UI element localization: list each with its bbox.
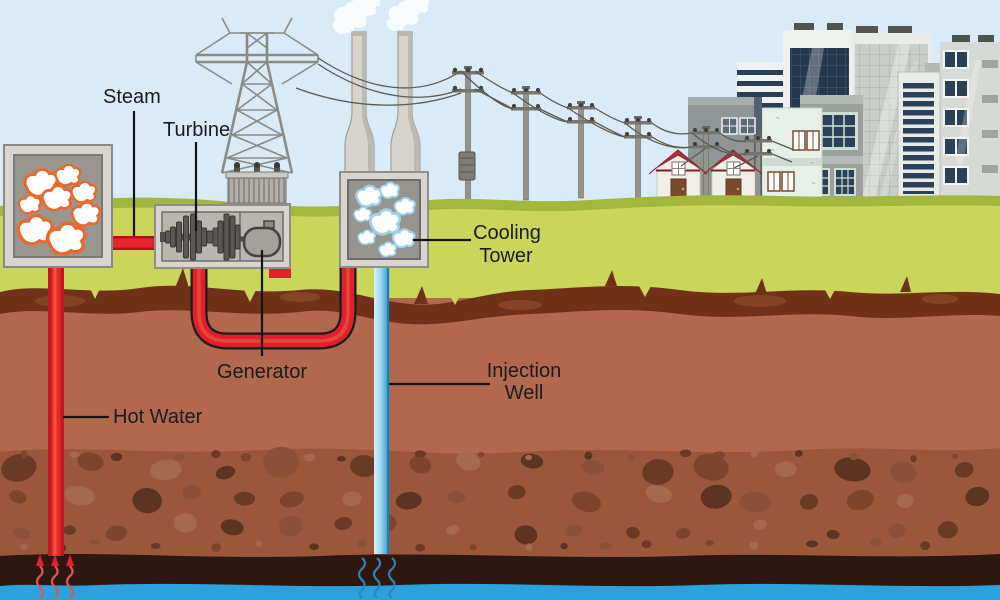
label-cooling-tower-line2: Tower [479,245,533,267]
house-icon [703,149,763,199]
power-pole-1 [452,66,484,201]
city-buildings-icon [688,23,1000,201]
generator-icon [240,220,282,258]
turbine-icon [160,213,241,261]
power-pole-2 [511,86,541,201]
injection-flow-arrows [357,557,397,599]
label-hot-water: Hot Water [113,406,203,428]
labels: Steam Turbine Generator Hot Water Coolin… [63,86,561,428]
steam-pipe [106,236,162,250]
rock-layer [0,448,1000,560]
power-pole-icons [452,66,772,201]
rocks [1,446,990,552]
bedrock-layer [0,554,1000,587]
return-pipe-u [190,262,357,350]
power-lines [295,57,795,169]
label-injection-well-line1: Injection [487,360,562,382]
turbine-generator-unit [154,204,291,269]
transmission-tower-icon [195,17,319,174]
hot-water-pipe-icon [48,262,64,556]
label-cooling-tower-line1: Cooling [473,222,541,244]
injection-pipe-icon [374,262,390,554]
dirt-band [0,268,1000,325]
cooling-tower-stacks [332,0,430,173]
label-turbine: Turbine [163,119,230,141]
cooling-tower-icon [339,171,429,268]
soil-layer [0,298,1000,473]
label-injection-well-line2: Well [505,382,544,404]
hot-water-flow-arrows [35,554,75,599]
label-steam: Steam [103,86,161,108]
steam-separator-icon [3,144,113,268]
label-generator: Generator [217,361,307,383]
power-pole-4 [624,116,652,199]
power-pole-3 [567,101,595,199]
